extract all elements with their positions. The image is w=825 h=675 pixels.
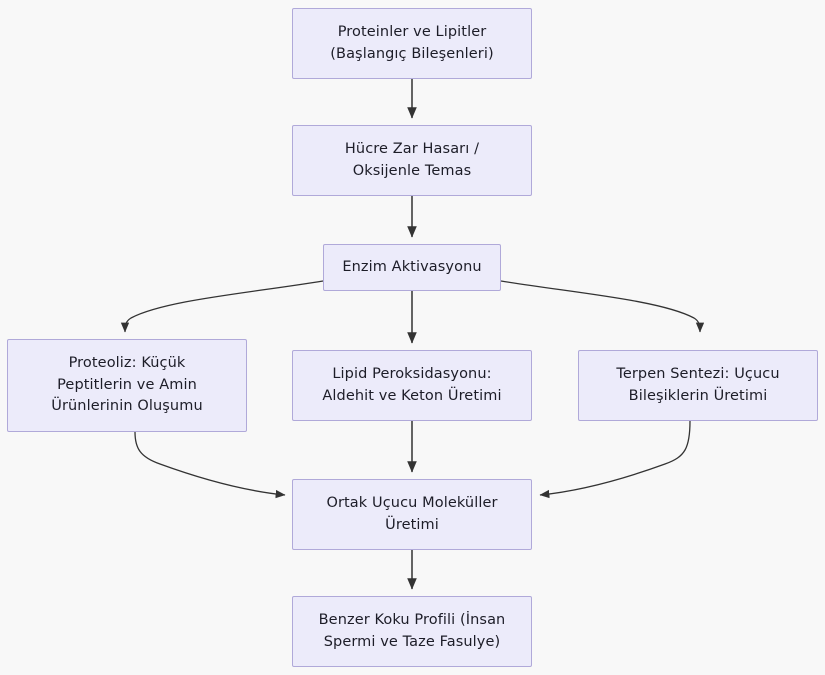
node-label: Benzer Koku Profili (İnsan Spermi ve Taz… bbox=[318, 612, 506, 650]
node-proteoliz[interactable]: Proteoliz: Küçük Peptitlerin ve Amin Ürü… bbox=[7, 339, 247, 432]
node-label: Lipid Peroksidasyonu: Aldehit ve Keton Ü… bbox=[322, 366, 502, 404]
node-label: Enzim Aktivasyonu bbox=[342, 258, 482, 275]
node-label: Terpen Sentezi: Uçucu Bileşiklerin Üreti… bbox=[616, 366, 780, 404]
edge-proteolysis-to-common bbox=[134, 431, 286, 499]
edge-terpene-to-common bbox=[539, 420, 691, 499]
node-enzim-aktivasyonu[interactable]: Enzim Aktivasyonu bbox=[323, 244, 501, 291]
node-label: Ortak Uçucu Moleküller Üretimi bbox=[326, 495, 498, 533]
node-lipid-peroksidasyonu[interactable]: Lipid Peroksidasyonu: Aldehit ve Keton Ü… bbox=[292, 350, 532, 421]
node-label: Proteoliz: Küçük Peptitlerin ve Amin Ürü… bbox=[51, 355, 203, 415]
edge-enzyme-to-proteolysis bbox=[120, 280, 324, 333]
node-ortak-ucucu-molekuller[interactable]: Ortak Uçucu Moleküller Üretimi bbox=[292, 479, 532, 550]
node-label: Hücre Zar Hasarı / Oksijenle Temas bbox=[344, 141, 480, 179]
node-proteinler-ve-lipitler[interactable]: Proteinler ve Lipitler (Başlangıç Bileşe… bbox=[292, 8, 532, 79]
edge-enzyme-to-terpene bbox=[500, 280, 705, 333]
node-terpen-sentezi[interactable]: Terpen Sentezi: Uçucu Bileşiklerin Üreti… bbox=[578, 350, 818, 421]
node-label: Proteinler ve Lipitler (Başlangıç Bileşe… bbox=[330, 24, 494, 62]
node-benzer-koku-profili[interactable]: Benzer Koku Profili (İnsan Spermi ve Taz… bbox=[292, 596, 532, 667]
node-hucre-zar-hasari[interactable]: Hücre Zar Hasarı / Oksijenle Temas bbox=[292, 125, 532, 196]
